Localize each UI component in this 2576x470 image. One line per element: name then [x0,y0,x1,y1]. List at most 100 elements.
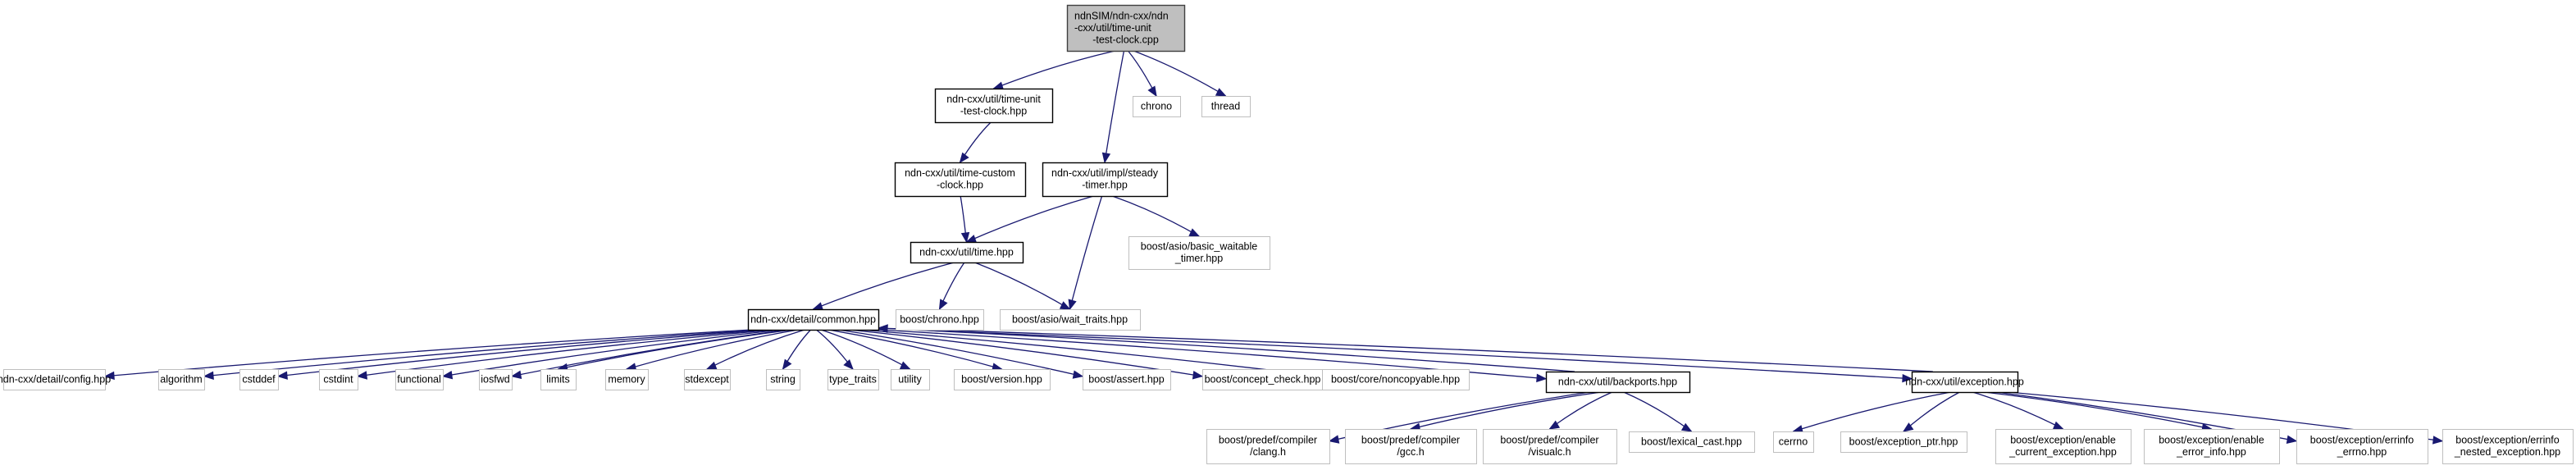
edge-root-to-steady_timer_hpp [1104,50,1125,163]
node-label: boost/predef/compiler [1361,435,1460,446]
node-label: stdexcept [685,373,729,385]
edge-exception_hpp-to-exception_ptr_hpp [1903,391,1960,432]
node-time-custom-clock-hpp[interactable]: ndn-cxx/util/time-custom-clock.hpp [894,162,1027,198]
node-cstdint: cstdint [319,369,358,390]
node-label: ndn-cxx/util/time.hpp [919,246,1014,258]
node-label: cstdint [323,373,353,385]
node-label: _current_exception.hpp [2008,446,2117,458]
node-errinfo-errno-hpp: boost/exception/errinfo_errno.hpp [2296,429,2428,464]
node-gcc-h: boost/predef/compiler/gcc.h [1345,429,1477,464]
node-iosfwd: iosfwd [479,369,513,390]
node-box [1042,162,1169,198]
node-label: boost/chrono.hpp [900,313,979,325]
node-string: string [766,369,800,390]
node-exception-hpp[interactable]: ndn-cxx/util/exception.hpp [1905,371,2024,394]
node-time-unit-test-clock-hpp[interactable]: ndn-cxx/util/time-unit-test-clock.hpp [934,88,1054,124]
node-label: cerrno [1779,436,1808,447]
node-label: chrono [1141,100,1172,112]
arrowhead-icon [782,358,792,371]
node-config-hpp: ndn-cxx/detail/config.hpp [0,369,111,390]
node-root[interactable]: ndnSIM/ndn-cxx/ndn-cxx/util/time-unit-te… [1066,4,1186,52]
node-label: /visualc.h [1528,446,1571,458]
node-label: _error_info.hpp [2176,446,2246,458]
edge-common_hpp-to-cstdint [357,329,776,377]
node-label: _timer.hpp [1174,253,1223,264]
arrowhead-icon [1188,228,1201,237]
node-box [395,369,444,390]
node-label: ndn-cxx/util/impl/steady [1051,167,1159,179]
arrowhead-icon [959,152,969,164]
node-box [1840,431,1967,453]
node-enable-current-exception-hpp: boost/exception/enable_current_exception… [1995,429,2131,464]
node-label: functional [397,373,441,385]
node-label: boost/predef/compiler [1500,435,1598,446]
node-box [2296,429,2428,464]
node-label: _nested_exception.hpp [2454,446,2560,458]
node-boost-assert-hpp: boost/assert.hpp [1083,369,1171,390]
arrowhead-icon [1192,371,1204,380]
arrowhead-icon [1548,420,1561,430]
edge-steady_timer_hpp-to-time_hpp [966,195,1094,243]
edges-layer [103,50,2444,445]
node-time-hpp[interactable]: ndn-cxx/util/time.hpp [910,241,1024,264]
node-label: boost/exception/enable [2159,435,2264,446]
node-box [1911,371,2019,394]
node-label: boost/version.hpp [961,373,1042,385]
node-box [158,369,205,390]
arrowhead-icon [1101,152,1111,164]
node-algorithm: algorithm [158,369,205,390]
edge-backports_hpp-to-common_hpp [878,327,1575,372]
node-label: -cxx/util/time-unit [1074,22,1151,34]
node-type-traits: type_traits [828,369,879,390]
node-box [1206,429,1330,464]
node-box [747,308,880,331]
node-stdexcept: stdexcept [684,369,731,390]
arrowhead-icon [1902,422,1914,432]
edge-steady_timer_hpp-to-basic_waitable_timer_hpp [1111,195,1200,237]
node-common-hpp[interactable]: ndn-cxx/detail/common.hpp [747,308,880,331]
node-box [1345,429,1477,464]
node-box [1545,371,1691,394]
arrowhead-icon [843,359,854,370]
node-box [910,241,1024,264]
node-backports-hpp[interactable]: ndn-cxx/util/backports.hpp [1545,371,1691,394]
node-box [954,369,1051,390]
node-label: -timer.hpp [1082,180,1128,191]
node-label: boost/asio/wait_traits.hpp [1012,313,1128,325]
arrowhead-icon [276,371,288,380]
arrowhead-icon [510,370,522,380]
edge-backports_hpp-to-gcc_h [1410,391,1602,430]
node-label: utility [898,373,922,385]
node-label: -test-clock.cpp [1092,34,1159,45]
node-basic-waitable-timer-hpp: boost/asio/basic_waitable_timer.hpp [1128,236,1270,270]
edge-root-to-time_unit_test_clock_hpp [993,50,1115,89]
node-label: ndn-cxx/util/backports.hpp [1558,376,1677,387]
node-label: memory [608,373,645,385]
node-label: ndn-cxx/detail/common.hpp [750,313,876,325]
edge-common_hpp-to-utility [820,329,910,370]
arrowhead-icon [1068,299,1077,311]
node-label: ndn-cxx/util/time-custom [905,167,1015,179]
node-box [1133,96,1181,117]
edge-exception_hpp-to-cerrno [1793,391,1951,432]
node-steady-timer-hpp[interactable]: ndn-cxx/util/impl/steady-timer.hpp [1042,162,1169,198]
node-label: boost/predef/compiler [1219,435,1317,446]
node-label: limits [546,373,569,385]
node-visualc-h: boost/predef/compiler/visualc.h [1483,429,1617,464]
node-errinfo-nested-exception-hpp: boost/exception/errinfo_nested_exception… [2442,429,2574,464]
edge-common_hpp-to-functional [442,329,782,377]
node-boost-chrono-hpp: boost/chrono.hpp [896,309,984,331]
node-box [684,369,731,390]
node-box [894,162,1027,198]
edge-common_hpp-to-algorithm [203,329,763,377]
node-label: ndn-cxx/util/time-unit [946,94,1041,105]
node-box [896,309,984,331]
edge-common_hpp-to-stdexcept [706,329,805,370]
node-box [934,88,1054,124]
edge-common_hpp-to-exception_hpp [905,329,1913,380]
edge-common_hpp-to-boost_noncopyable_hpp [859,329,1323,377]
arrowhead-icon [203,371,214,381]
edge-common_hpp-to-config_hpp [104,329,753,377]
node-box [540,369,577,390]
